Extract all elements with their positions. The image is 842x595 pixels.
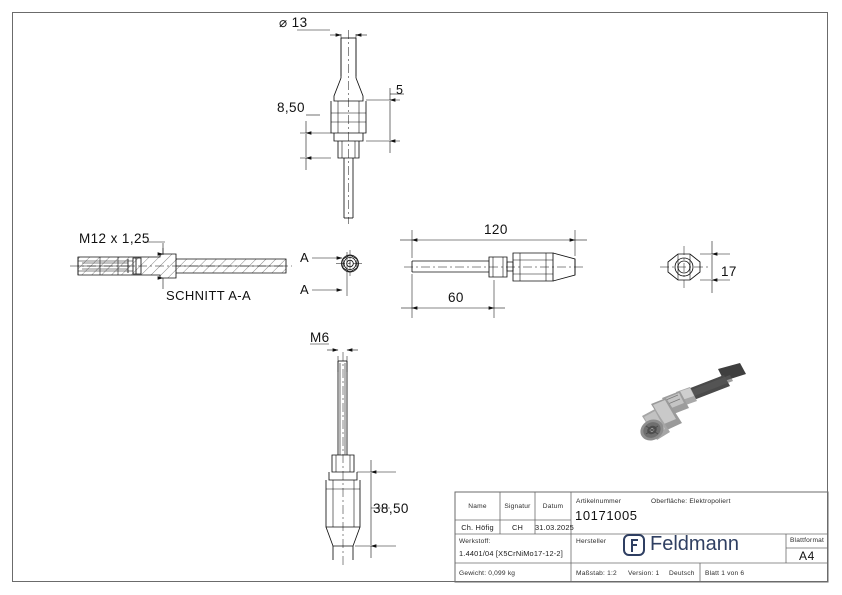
tb-name-header: Name xyxy=(468,503,487,510)
dim-120: 120 xyxy=(400,222,587,258)
tb-name-value: Ch. Höfig xyxy=(461,523,494,532)
feldmann-logo-mark xyxy=(623,533,645,556)
assembly-view-geometry xyxy=(404,252,584,282)
dim-label-850: 8,50 xyxy=(277,100,305,115)
dim-label-17: 17 xyxy=(721,264,737,279)
section-view-geometry xyxy=(70,253,292,279)
top-view-geometry xyxy=(330,30,367,224)
tb-article-label: Artikelnummer xyxy=(576,498,622,505)
tb-scale: Maßstab: 1:2 xyxy=(576,570,617,577)
tb-surface: Oberfläche: Elektropoliert xyxy=(651,498,731,505)
tb-weight: Gewicht: 0,099 kg xyxy=(459,570,516,577)
section-arrows: A A xyxy=(300,250,348,297)
tb-material-value: 1.4401/04 [X5CrNiMo17-12-2] xyxy=(459,549,563,558)
feldmann-logo-text: Feldmann xyxy=(650,533,739,555)
tb-article-number: 10171005 xyxy=(575,508,638,523)
tb-page: Blatt 1 von 6 xyxy=(705,570,745,577)
dim-label-5: 5 xyxy=(396,83,403,97)
dim-thread-m12: M12 x 1,25 SCHNITT A-A xyxy=(79,231,251,303)
tb-language: Deutsch xyxy=(669,570,695,577)
dim-label-120: 120 xyxy=(484,222,508,237)
render-3d-view xyxy=(640,363,746,441)
sheet-border xyxy=(12,12,828,582)
tb-date-header: Datum xyxy=(542,503,564,510)
section-letter-bottom: A xyxy=(300,282,309,297)
feldmann-logo: Feldmann xyxy=(623,533,739,556)
dim-60: 60 xyxy=(401,274,505,318)
dim-5: 5 xyxy=(366,83,404,153)
tb-version: Version: 1 xyxy=(628,570,660,577)
dim-label-m12: M12 x 1,25 xyxy=(79,231,150,246)
tb-sheetformat-label: Blattformat xyxy=(789,537,825,544)
dim-m6: M6 xyxy=(310,330,358,372)
dim-8-50: 8,50 xyxy=(277,100,331,170)
section-title-aa: SCHNITT A-A xyxy=(166,288,251,303)
dim-17: 17 xyxy=(700,241,737,293)
tb-sheetformat-value: A4 xyxy=(799,549,815,563)
tb-signature-value: CH xyxy=(511,523,524,532)
hex-front-view-small xyxy=(336,250,364,278)
dim-label-m6: M6 xyxy=(310,330,330,345)
hex-view-geometry xyxy=(660,246,708,288)
bottom-view-geometry xyxy=(325,352,361,566)
dim-label-60: 60 xyxy=(448,290,464,305)
tb-material-label: Werkstoff: xyxy=(459,538,491,545)
dim-diameter-13: ⌀ 13 xyxy=(279,15,367,76)
dim-38-50: 38,50 xyxy=(355,460,409,558)
section-letter-top: A xyxy=(300,250,309,265)
tb-date-value: 31.03.2025 xyxy=(535,523,574,532)
tb-signature-header: Signatur xyxy=(504,503,531,510)
dim-label-dia13: ⌀ 13 xyxy=(279,15,308,30)
tb-manufacturer-label: Hersteller xyxy=(576,538,607,545)
dim-label-3850: 38,50 xyxy=(373,501,409,516)
